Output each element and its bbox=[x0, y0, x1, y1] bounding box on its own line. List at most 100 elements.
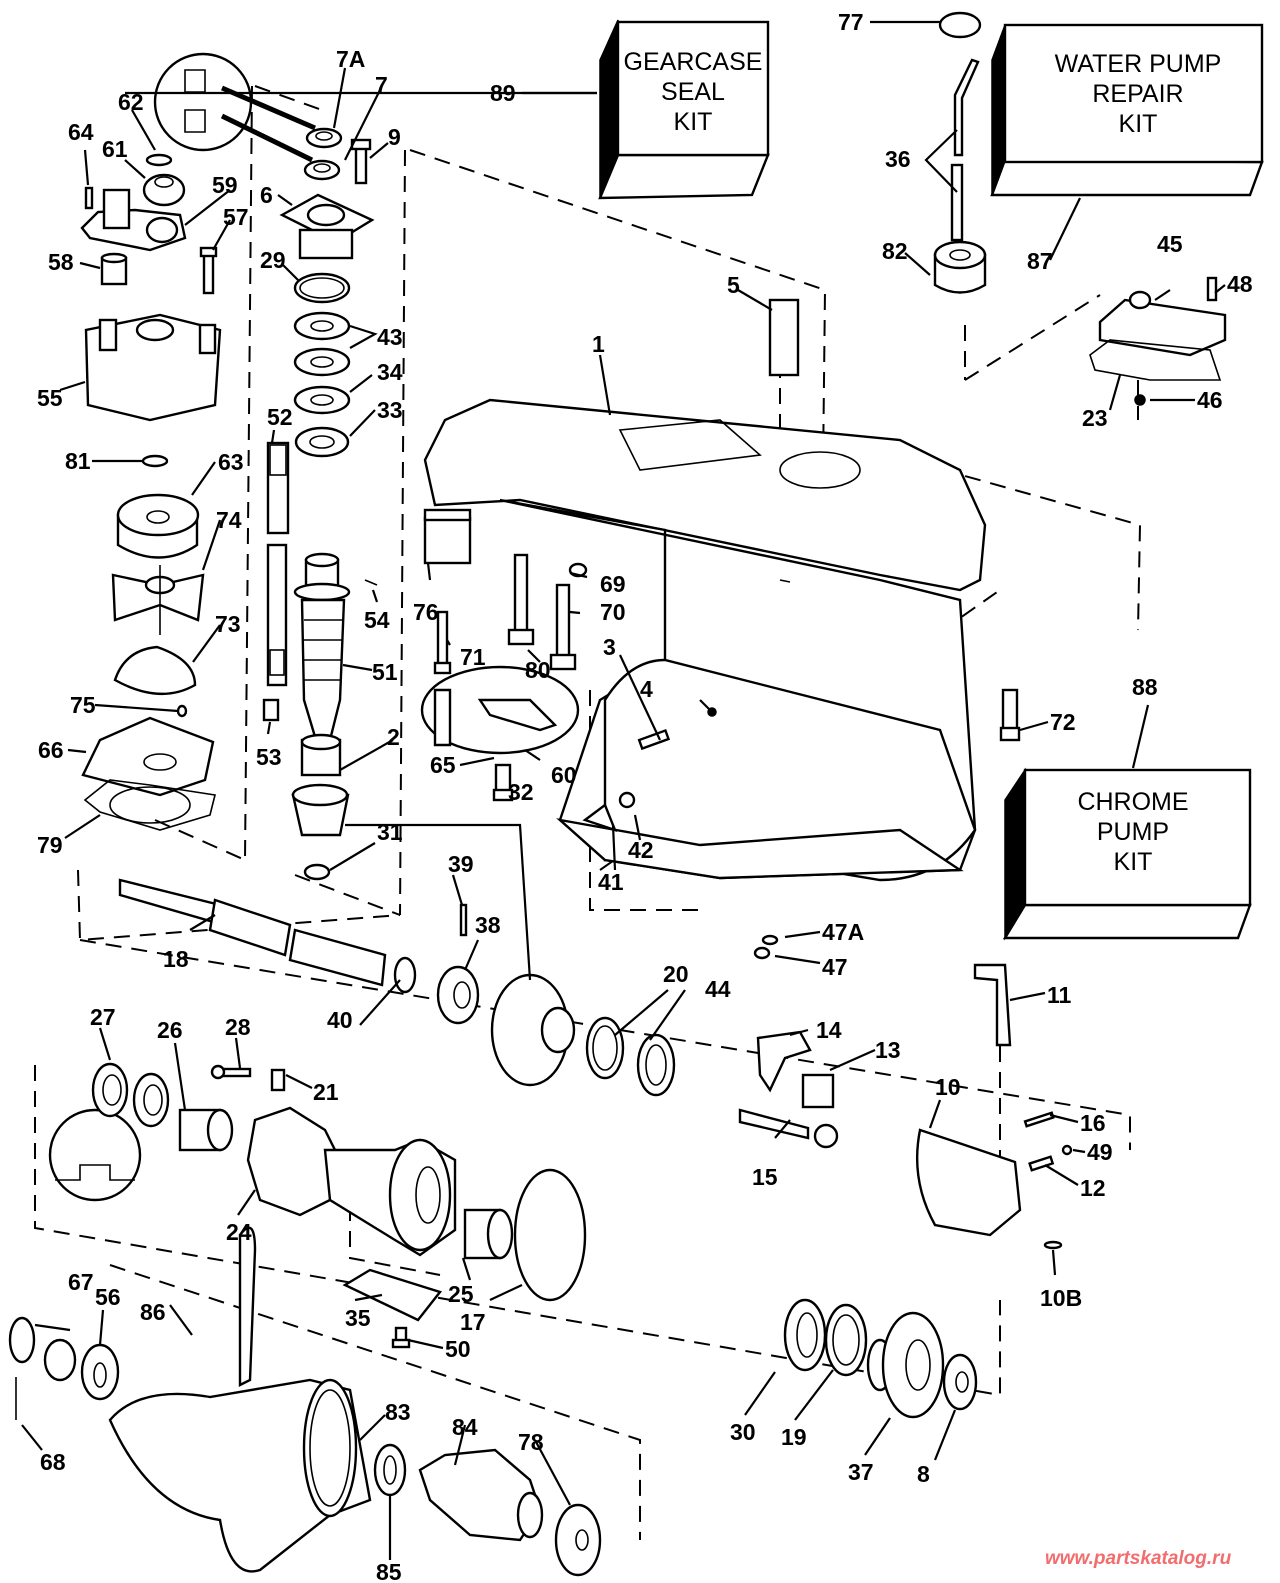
part-85-bushing[interactable] bbox=[373, 1443, 407, 1497]
part-12-spring[interactable] bbox=[1028, 1155, 1055, 1172]
part-79-gasket[interactable] bbox=[83, 779, 216, 831]
part-27-seals[interactable] bbox=[91, 1062, 170, 1128]
part-8-washer[interactable] bbox=[942, 1353, 978, 1411]
part-61-grommet[interactable] bbox=[142, 173, 186, 207]
kit-box-gearcase-seal[interactable]: GEARCASE SEAL KIT bbox=[598, 19, 770, 200]
part-32-forward-gear[interactable] bbox=[490, 973, 576, 1087]
part-71-screw[interactable] bbox=[433, 610, 452, 675]
part-13-shift-lever[interactable] bbox=[801, 1073, 835, 1109]
part-15-cradle[interactable] bbox=[738, 1108, 839, 1149]
part-drive-shaft-lower[interactable] bbox=[266, 543, 288, 687]
part-3-screw[interactable] bbox=[637, 728, 671, 751]
part-31-nut[interactable] bbox=[303, 863, 331, 881]
callout-88: 88 bbox=[1132, 674, 1158, 700]
callout-55: 55 bbox=[37, 385, 63, 411]
part-32-pinion[interactable] bbox=[291, 783, 350, 837]
part-43-washers[interactable] bbox=[293, 311, 351, 377]
part-73-o-ring[interactable] bbox=[113, 645, 197, 695]
callout-37: 37 bbox=[848, 1459, 874, 1485]
part-33-thrust-bearing[interactable] bbox=[294, 426, 350, 458]
part-5-plate[interactable] bbox=[768, 298, 800, 377]
part-49-ball[interactable] bbox=[1061, 1144, 1073, 1156]
part-24-bearing-housing[interactable] bbox=[246, 1106, 457, 1257]
part-7A-seal[interactable] bbox=[305, 127, 343, 149]
part-30-washer[interactable] bbox=[783, 1298, 827, 1372]
part-80-screw[interactable] bbox=[507, 553, 535, 646]
part-7-seal[interactable] bbox=[303, 159, 341, 181]
part-50-screw[interactable] bbox=[391, 1326, 411, 1349]
part-74-impeller[interactable] bbox=[111, 565, 205, 635]
part-77-grommet[interactable] bbox=[938, 11, 982, 39]
part-34-washer[interactable] bbox=[293, 385, 351, 415]
part-76-anode[interactable] bbox=[423, 508, 472, 565]
part-47A-washer[interactable] bbox=[761, 934, 779, 946]
callout-20: 20 bbox=[663, 961, 689, 987]
part-81-o-ring[interactable] bbox=[141, 454, 169, 468]
part-10B-pin[interactable] bbox=[1043, 1240, 1063, 1250]
part-44-washer[interactable] bbox=[636, 1033, 676, 1097]
part-38-clutch-dog[interactable] bbox=[436, 965, 480, 1025]
part-78-washer[interactable] bbox=[554, 1503, 602, 1577]
part-46-washer[interactable] bbox=[1134, 394, 1146, 406]
part-54-pin[interactable] bbox=[364, 579, 378, 586]
callout-81: 81 bbox=[65, 448, 91, 474]
part-59-pump-housing-upper[interactable] bbox=[80, 188, 187, 252]
callout-11: 11 bbox=[1047, 982, 1072, 1008]
part-51-pump-housing-shaft[interactable] bbox=[293, 552, 351, 742]
part-21-retainer[interactable] bbox=[270, 1068, 286, 1092]
part-28-screw[interactable] bbox=[210, 1064, 252, 1080]
part-16-pin[interactable] bbox=[1023, 1111, 1055, 1128]
part-42-washer[interactable] bbox=[618, 791, 636, 809]
part-19-thrust-bearing[interactable] bbox=[824, 1303, 868, 1377]
part-45-housing[interactable] bbox=[1098, 290, 1227, 357]
part-82-grommet[interactable] bbox=[933, 240, 987, 294]
part-36-water-tube[interactable] bbox=[950, 58, 980, 242]
part-26-bearing[interactable] bbox=[178, 1108, 234, 1152]
part-47-screw[interactable] bbox=[753, 946, 771, 960]
part-52-drive-shaft-upper[interactable] bbox=[266, 441, 290, 535]
part-40-ring[interactable] bbox=[393, 956, 417, 994]
part-1-gearcase-housing[interactable] bbox=[423, 398, 987, 882]
part-64-screw[interactable] bbox=[84, 186, 94, 210]
part-55-impeller-housing[interactable] bbox=[84, 313, 222, 422]
callout-17: 17 bbox=[460, 1309, 486, 1335]
callouts: 89 87 88 77 36 82 45 48 23 46 5 1 7A 7 9… bbox=[37, 9, 1253, 1583]
part-66-plate[interactable] bbox=[81, 716, 215, 797]
part-48-screw[interactable] bbox=[1206, 276, 1218, 302]
part-9-screw[interactable] bbox=[350, 138, 372, 185]
part-25-bearing[interactable] bbox=[463, 1208, 514, 1260]
part-72-screw[interactable] bbox=[999, 688, 1021, 742]
part-67-nut[interactable] bbox=[8, 1316, 77, 1382]
part-84-hub[interactable] bbox=[418, 1448, 544, 1542]
part-63-impeller-cup[interactable] bbox=[116, 493, 200, 559]
part-6-retainer[interactable] bbox=[279, 193, 375, 260]
part-39-pin[interactable] bbox=[459, 903, 468, 937]
part-60-trim-tab[interactable] bbox=[420, 665, 580, 755]
callout-51: 51 bbox=[372, 659, 398, 685]
part-20-thrust-bearing[interactable] bbox=[585, 1016, 625, 1080]
part-75-ball[interactable] bbox=[176, 704, 188, 718]
part-53-spring[interactable] bbox=[262, 698, 280, 722]
part-56-spacer[interactable] bbox=[80, 1343, 120, 1401]
part-17-o-ring[interactable] bbox=[513, 1168, 587, 1302]
part-58-liner[interactable] bbox=[100, 252, 128, 286]
part-65-screw[interactable] bbox=[492, 763, 514, 802]
callout-47A: 47A bbox=[822, 919, 864, 945]
callout-38: 38 bbox=[475, 912, 501, 938]
part-10-shift-housing[interactable] bbox=[915, 1128, 1022, 1237]
callout-33: 33 bbox=[377, 397, 403, 423]
part-86-propeller[interactable] bbox=[108, 1226, 372, 1573]
part-29-o-ring[interactable] bbox=[293, 272, 351, 304]
kit-box-chrome-pump[interactable]: CHROME PUMP KIT bbox=[1002, 767, 1252, 941]
part-11-shift-rod[interactable] bbox=[973, 963, 1012, 1047]
part-35-plate[interactable] bbox=[342, 1268, 443, 1322]
part-2-bearing[interactable] bbox=[300, 733, 342, 777]
kit-box-water-pump-repair[interactable]: WATER PUMP REPAIR KIT bbox=[990, 23, 1264, 197]
part-70-screw[interactable] bbox=[549, 583, 577, 671]
part-23-gasket[interactable] bbox=[1089, 339, 1222, 381]
part-18-propeller-shaft[interactable] bbox=[118, 878, 387, 987]
part-57-screw[interactable] bbox=[199, 246, 218, 295]
part-41-plug[interactable] bbox=[582, 803, 618, 832]
part-62-o-ring[interactable] bbox=[145, 153, 173, 167]
part-37-reverse-gear[interactable] bbox=[866, 1311, 945, 1419]
